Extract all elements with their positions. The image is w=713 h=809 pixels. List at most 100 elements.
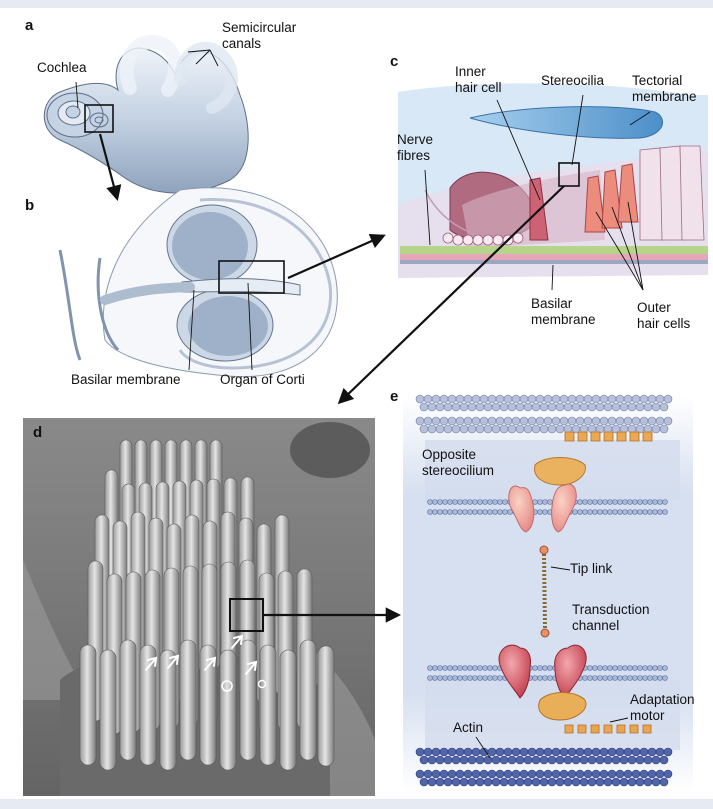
bead (442, 665, 448, 671)
bead (502, 499, 508, 505)
stereocilium-rod (259, 644, 277, 766)
bead (487, 499, 493, 505)
bead (607, 499, 613, 505)
bead (635, 402, 645, 412)
bead (457, 665, 463, 671)
bead (431, 769, 441, 779)
label-tectorial-membrane: Tectorial membrane (632, 73, 697, 104)
bead (571, 755, 581, 765)
label-semicircular-canals: Semicircular canals (222, 20, 297, 51)
bead (467, 402, 477, 412)
bead (442, 499, 448, 505)
bead (467, 424, 477, 434)
bead (592, 499, 598, 505)
bead (443, 424, 453, 434)
bead (632, 665, 638, 671)
bead (447, 394, 457, 404)
bead (427, 755, 437, 765)
bead (423, 416, 433, 426)
bead (427, 402, 437, 412)
bead (563, 755, 573, 765)
bead (611, 777, 621, 787)
bead (651, 402, 661, 412)
bead (437, 665, 443, 671)
bead (595, 402, 605, 412)
bead (652, 499, 658, 505)
bead (463, 394, 473, 404)
bead (631, 747, 641, 757)
bead (459, 424, 469, 434)
bead (495, 394, 505, 404)
bead (623, 416, 633, 426)
bead (447, 499, 453, 505)
bead (487, 665, 493, 671)
bead (539, 424, 549, 434)
bead (631, 416, 641, 426)
bead (547, 665, 553, 671)
bead (575, 394, 585, 404)
bead (547, 675, 553, 681)
bead (471, 769, 481, 779)
stereocilium-rod (239, 639, 257, 761)
bead (612, 509, 618, 515)
bead (455, 394, 465, 404)
bead (612, 675, 618, 681)
bead (627, 509, 633, 515)
bead (491, 777, 501, 787)
bead (617, 665, 623, 671)
bead (527, 394, 537, 404)
bead (619, 777, 629, 787)
bead (559, 416, 569, 426)
bead (635, 777, 645, 787)
bead (663, 416, 673, 426)
bead (652, 509, 658, 515)
bead (555, 755, 565, 765)
bead (463, 416, 473, 426)
bead (643, 777, 653, 787)
bead (583, 394, 593, 404)
upper-channel (508, 457, 586, 533)
bead (607, 665, 613, 671)
bead (632, 675, 638, 681)
bead (659, 777, 669, 787)
bead (599, 769, 609, 779)
bead (535, 394, 545, 404)
bead (592, 675, 598, 681)
bead (577, 509, 583, 515)
bead (491, 402, 501, 412)
bead (612, 499, 618, 505)
bead (452, 675, 458, 681)
bead (483, 424, 493, 434)
label-outer-hair-cells: Outer hair cells (637, 300, 691, 331)
bead (432, 675, 438, 681)
bead (591, 394, 601, 404)
bead (602, 675, 608, 681)
bead (511, 747, 521, 757)
bead (642, 675, 648, 681)
bead (492, 499, 498, 505)
bead (462, 665, 468, 671)
bead (499, 424, 509, 434)
bead (467, 665, 473, 671)
bead (531, 402, 541, 412)
bead (662, 675, 668, 681)
label-adaptation-motor: Adaptation motor (630, 692, 695, 723)
bead (527, 769, 537, 779)
bead (575, 747, 585, 757)
bead (447, 509, 453, 515)
bead (642, 499, 648, 505)
bead (523, 424, 533, 434)
bead (579, 402, 589, 412)
bead (587, 675, 593, 681)
bead (639, 394, 649, 404)
label-organ-of-corti: Organ of Corti (220, 372, 305, 387)
bead (543, 394, 553, 404)
bead (523, 755, 533, 765)
bead (451, 402, 461, 412)
bead (507, 402, 517, 412)
bead (627, 665, 633, 671)
bead (439, 769, 449, 779)
lower-channel (498, 644, 587, 721)
bead (452, 665, 458, 671)
bead (515, 777, 525, 787)
